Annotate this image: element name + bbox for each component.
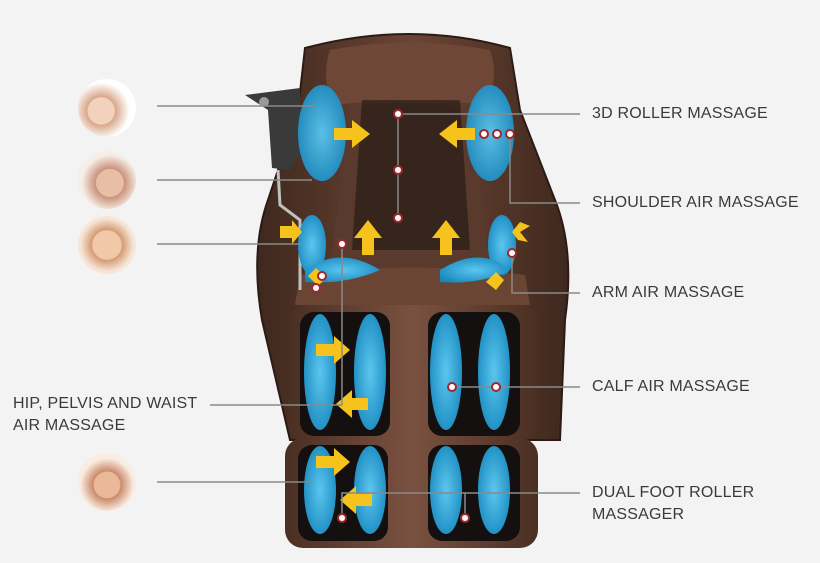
arm-airbag-left xyxy=(298,215,326,275)
label-dual-foot-roller-line2: MASSAGER xyxy=(592,506,685,523)
arrow-arm-right xyxy=(512,222,530,242)
shoulder-airbag-right xyxy=(466,85,514,181)
marker-dots xyxy=(311,109,517,523)
leader-hip-air xyxy=(210,244,343,406)
arrow-right-shoulder xyxy=(334,120,370,148)
arm-airbag-right xyxy=(488,215,516,275)
leader-foot-roller xyxy=(341,492,580,518)
calf-airbag-4 xyxy=(478,314,510,430)
leader-lines xyxy=(157,105,580,518)
label-shoulder-air-massage: SHOULDER AIR MASSAGE xyxy=(592,194,799,211)
arrow-up-back-right xyxy=(432,220,460,255)
control-knob xyxy=(259,97,269,107)
arrow-hip-left xyxy=(308,268,326,286)
label-arm-air-massage: ARM AIR MASSAGE xyxy=(592,284,745,301)
arrow-up-back-left xyxy=(354,220,382,255)
label-calf-air-massage: CALF AIR MASSAGE xyxy=(592,378,750,395)
foot-massage-photo xyxy=(78,453,136,511)
calf-airbag-2 xyxy=(354,314,386,430)
arrow-calf-left xyxy=(336,390,368,418)
foot-airbag-3 xyxy=(430,446,462,534)
shoulder-airbag-left xyxy=(298,85,346,181)
headrest xyxy=(326,42,494,105)
arrow-left-shoulder xyxy=(439,120,475,148)
arrow-arm-left xyxy=(280,220,302,244)
foot-airbag-4 xyxy=(478,446,510,534)
control-arm xyxy=(245,88,302,170)
head-massage-photo xyxy=(78,79,136,137)
leader-arm-air xyxy=(511,253,580,294)
label-hip-pelvis-waist-line2: AIR MASSAGE xyxy=(13,417,126,434)
leader-shoulder-air xyxy=(509,134,580,204)
calf-airbag-1 xyxy=(304,314,336,430)
arrow-hip-right xyxy=(486,272,504,290)
shoulder-massage-photo xyxy=(78,151,136,209)
label-hip-pelvis-waist-line1: HIP, PELVIS AND WAIST xyxy=(13,395,198,412)
label-dual-foot-roller-line1: DUAL FOOT ROLLER xyxy=(592,484,755,501)
arrow-foot-right xyxy=(316,448,350,476)
foot-airbag-2 xyxy=(354,446,386,534)
back-massage-photo xyxy=(78,216,136,274)
label-3d-roller-massage: 3D ROLLER MASSAGE xyxy=(592,105,768,122)
calf-airbag-3 xyxy=(430,314,462,430)
back-panel xyxy=(352,100,470,250)
